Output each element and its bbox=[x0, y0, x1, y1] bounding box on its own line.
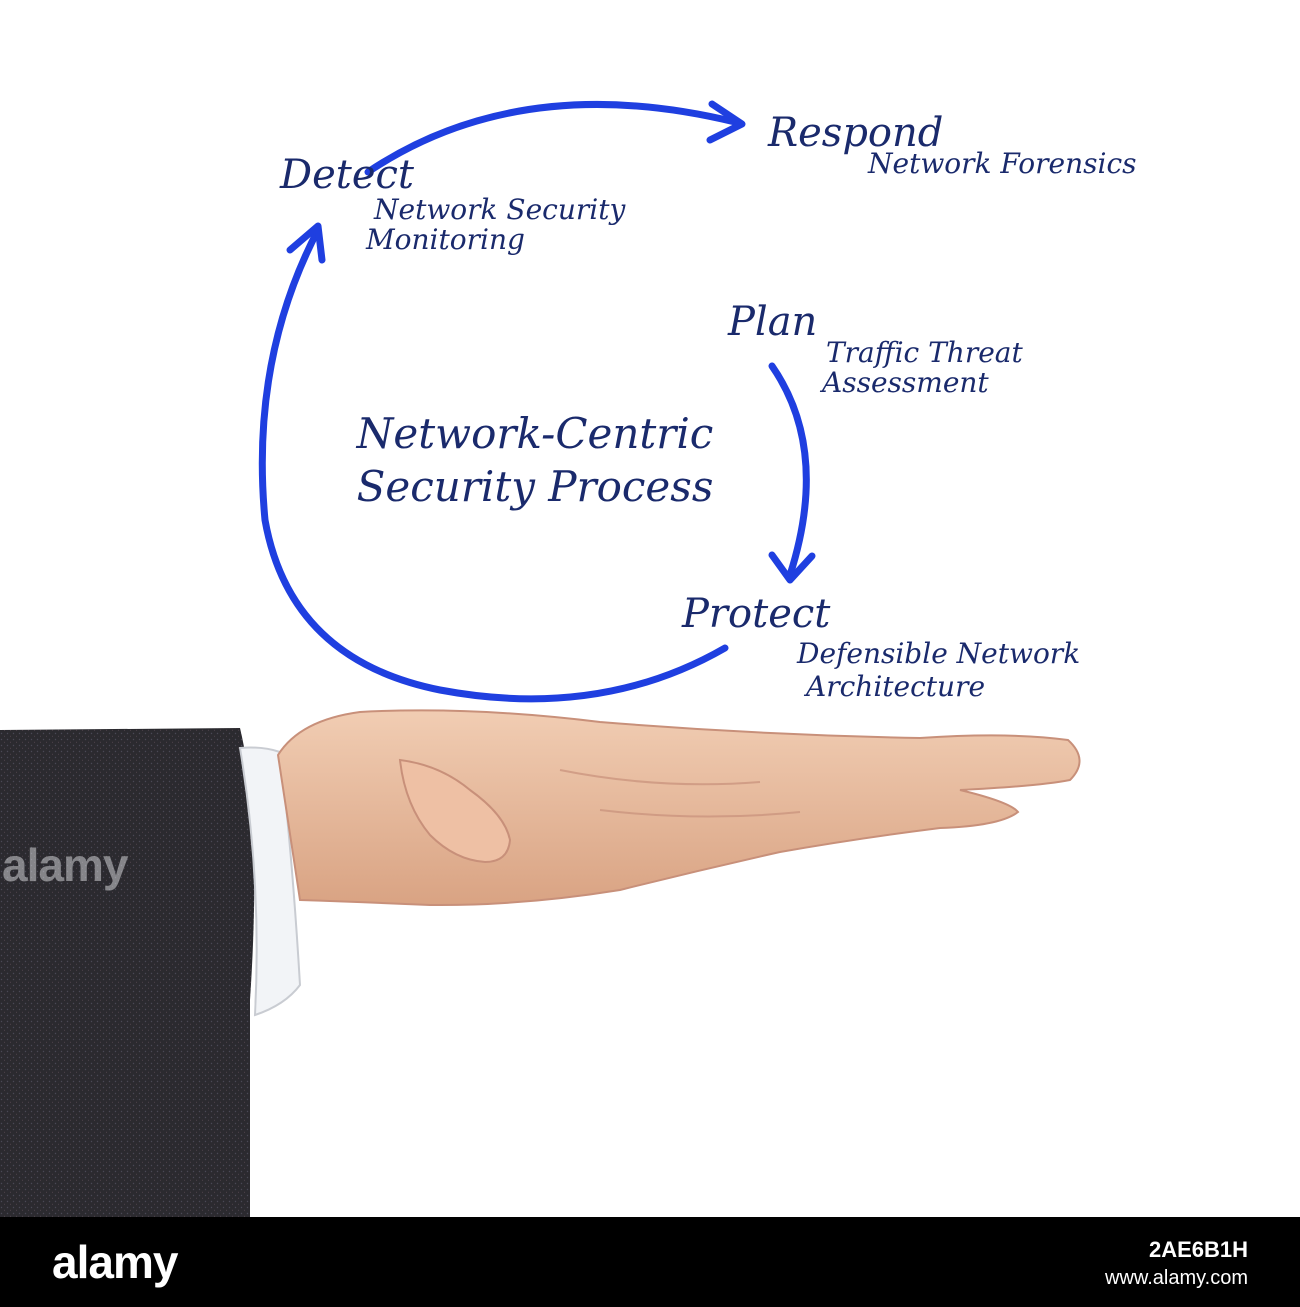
arrow-plan-to-protect-head bbox=[768, 551, 816, 584]
step-plan-label: Plan bbox=[728, 299, 818, 345]
watermark-logo: alamy bbox=[2, 839, 128, 891]
arrow-protect-to-detect-head bbox=[286, 222, 326, 264]
palm-crease bbox=[559, 769, 801, 818]
step-plan-detail-line1: Traffic Threat bbox=[826, 336, 1023, 369]
step-detect-detail-line2: Monitoring bbox=[366, 223, 525, 256]
step-protect-detail-line2: Architecture bbox=[806, 670, 986, 703]
step-plan-detail-line2: Assessment bbox=[822, 366, 989, 399]
footer-url[interactable]: www.alamy.com bbox=[1105, 1267, 1248, 1289]
jacket-sleeve bbox=[0, 728, 255, 1217]
footer-bar: alamy 2AE6B1H www.alamy.com bbox=[0, 1217, 1300, 1307]
step-detect-detail-line1: Network Security bbox=[374, 193, 626, 226]
footer-logo: alamy bbox=[52, 1236, 178, 1288]
diagram-title-line1: Network-Centric bbox=[356, 409, 714, 458]
arrow-detect-to-respond bbox=[364, 100, 739, 176]
hand-thumb bbox=[398, 758, 512, 864]
step-protect-label: Protect bbox=[682, 591, 831, 637]
diagram-title-line2: Security Process bbox=[356, 461, 714, 511]
cycle-arrows bbox=[258, 100, 816, 703]
diagram-title: Network-Centric Security Process bbox=[300, 408, 770, 513]
arrow-protect-to-detect bbox=[258, 226, 729, 703]
arrow-plan-to-protect bbox=[768, 362, 810, 579]
diagram-canvas bbox=[0, 100, 1081, 1217]
step-detect-label: Detect bbox=[280, 152, 414, 198]
footer-image-id: 2AE6B1H bbox=[1148, 1237, 1248, 1262]
open-hand bbox=[276, 709, 1081, 907]
step-protect-detail-line1: Defensible Network bbox=[797, 637, 1081, 670]
arrow-detect-to-respond-head bbox=[706, 100, 746, 144]
step-respond-detail-line1: Network Forensics bbox=[868, 147, 1137, 180]
step-respond-label: Respond bbox=[768, 110, 944, 156]
